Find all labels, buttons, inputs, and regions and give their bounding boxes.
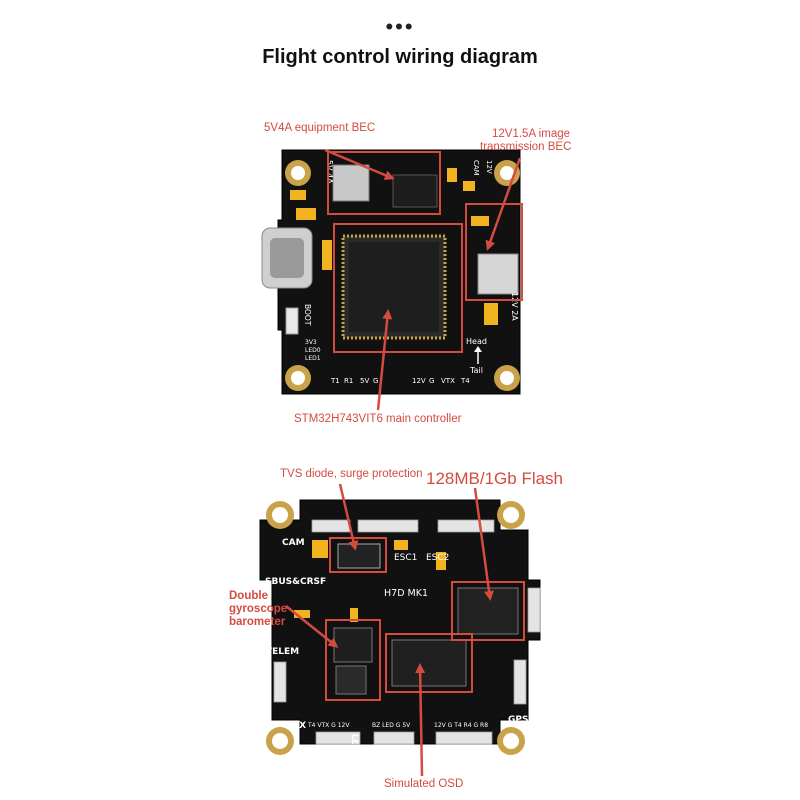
bec-5v-arrow bbox=[324, 148, 395, 180]
label-mcu: STM32H743VIT6 main controller bbox=[294, 413, 462, 425]
silk-pads-left: T4 VTX G 12V bbox=[307, 722, 350, 729]
gyro-highlight bbox=[325, 619, 381, 701]
flash-chip bbox=[457, 587, 519, 635]
silk-3v3: 3V3 bbox=[305, 339, 317, 346]
pad-label: T1 bbox=[330, 377, 340, 385]
osd-chip bbox=[391, 639, 467, 687]
connector bbox=[437, 519, 495, 533]
gyro-arrow bbox=[285, 605, 339, 648]
connector bbox=[373, 731, 415, 745]
silk-led0: LED0 bbox=[305, 347, 321, 354]
connector bbox=[311, 519, 351, 533]
silk-5v4a: 5V 4A bbox=[325, 160, 334, 184]
mcu-arrow bbox=[376, 309, 393, 411]
silk-cam: CAM bbox=[472, 160, 480, 176]
tvs-diode bbox=[337, 543, 381, 569]
connector bbox=[527, 587, 541, 633]
silk-esc1: ESC1 bbox=[394, 553, 417, 563]
label-flash: 128MB/1Gb Flash bbox=[426, 469, 564, 488]
label-gyro-line2: gyroscope bbox=[229, 603, 288, 615]
pad-label: G bbox=[373, 377, 378, 385]
label-gyro-line3: barometer bbox=[229, 616, 286, 628]
label-tvs: TVS diode, surge protection bbox=[280, 468, 423, 480]
top-pad-labels: T1 R1 5V G 12V G VTX T4 bbox=[330, 377, 470, 385]
silk-12v: 12V bbox=[485, 160, 493, 174]
silk-led-bz: LED&BZ bbox=[350, 734, 359, 770]
silk-model: H7D MK1 bbox=[384, 588, 428, 599]
bec-inductor bbox=[332, 164, 370, 202]
page-title: Flight control wiring diagram bbox=[262, 46, 538, 68]
gyro-chip bbox=[333, 627, 373, 663]
tvs-highlight bbox=[329, 537, 387, 573]
silk-sbus: SBUS&CRSF bbox=[265, 577, 326, 587]
silk-esc2: ESC2 bbox=[426, 553, 449, 563]
top-flight-controller-board: 5V 4A 12V 2A BOOT CAM 12V 3V3 LED0 LED1 … bbox=[261, 148, 523, 411]
bec-12v-arrow bbox=[485, 157, 522, 251]
pad-label: VTX bbox=[441, 377, 455, 385]
osd-highlight bbox=[385, 633, 473, 693]
connector bbox=[273, 661, 287, 703]
silk-vtx: VTX bbox=[286, 721, 306, 731]
bec-12v-inductor bbox=[477, 253, 519, 295]
top-mounting-holes bbox=[285, 160, 520, 391]
baro-chip bbox=[335, 665, 367, 695]
silk-gps: GPS bbox=[508, 715, 528, 725]
label-bec-12v-line2: transmission BEC bbox=[480, 141, 572, 153]
silk-telem: TELEM bbox=[266, 647, 299, 657]
bottom-mounting-holes bbox=[266, 501, 525, 755]
boot-button bbox=[285, 307, 299, 335]
bec-12v-highlight bbox=[465, 203, 523, 301]
silk-head: Head bbox=[466, 337, 487, 346]
connector bbox=[513, 659, 527, 705]
tvs-arrow bbox=[338, 483, 359, 551]
silk-cam: CAM bbox=[282, 538, 305, 548]
pad-label: R1 bbox=[344, 377, 353, 385]
label-bec-5v: 5V4A equipment BEC bbox=[264, 122, 376, 134]
bottom-flight-controller-board: CAM SBUS&CRSF ESC1 ESC2 H7D MK1 TELEM VT… bbox=[259, 483, 541, 777]
pad-label: G bbox=[429, 377, 434, 385]
label-osd: Simulated OSD bbox=[384, 778, 464, 790]
menu-dots[interactable]: ••• bbox=[385, 14, 415, 39]
silk-pads-right: 12V G T4 R4 G R8 bbox=[434, 722, 488, 729]
pad-label: T4 bbox=[460, 377, 470, 385]
label-bec-12v-line1: 12V1.5A image bbox=[492, 128, 571, 140]
osd-arrow bbox=[415, 663, 426, 777]
silk-pads-mid: BZ LED G 5V bbox=[372, 722, 411, 729]
silk-boot: BOOT bbox=[303, 304, 312, 326]
flash-arrow bbox=[473, 487, 495, 601]
connector bbox=[435, 731, 493, 745]
silk-tail: Tail bbox=[469, 366, 483, 375]
pad-label: 5V bbox=[360, 377, 369, 385]
silk-led1: LED1 bbox=[305, 355, 321, 362]
label-gyro-line1: Double bbox=[229, 590, 268, 602]
mcu-highlight bbox=[333, 223, 463, 353]
bec-5v-highlight bbox=[327, 151, 441, 215]
connector bbox=[315, 731, 361, 745]
pad-label: 12V bbox=[412, 377, 426, 385]
silk-12v2a: 12V 2A bbox=[510, 292, 519, 321]
connector bbox=[357, 519, 419, 533]
